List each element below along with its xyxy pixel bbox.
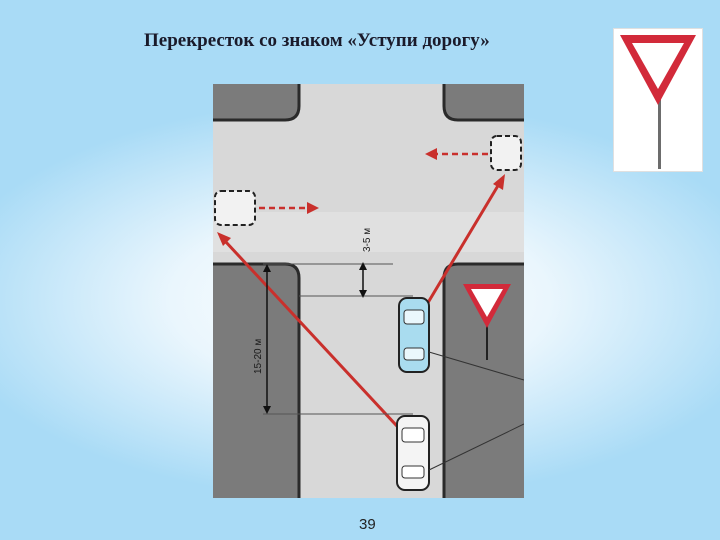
corner-bottom-left [213,264,299,498]
dimension-label-near: 3-5 м [362,228,373,252]
car-blue [398,297,430,373]
corner-top-left [213,84,299,120]
car-white [396,415,430,491]
arrow-right-head [307,202,319,214]
page-number: 39 [359,516,376,533]
slide-title: Перекресток со знаком «Уступи дорогу» [144,30,490,51]
corner-top-right [444,84,524,120]
arrow-to-left-head [217,232,231,246]
dimension-label-far: 15-20 м [253,339,264,374]
arrow-to-right-head [493,174,505,190]
yield-sign-card [614,29,702,171]
yield-sign-small-icon [463,284,511,360]
car-dashed-left [214,190,256,226]
corner-bottom-right [444,264,524,498]
intersection-diagram: 3-5 м 15-20 м [213,84,524,498]
car-dashed-right [490,135,522,171]
yield-sign-icon [620,35,696,169]
arrow-left-head [425,148,437,160]
